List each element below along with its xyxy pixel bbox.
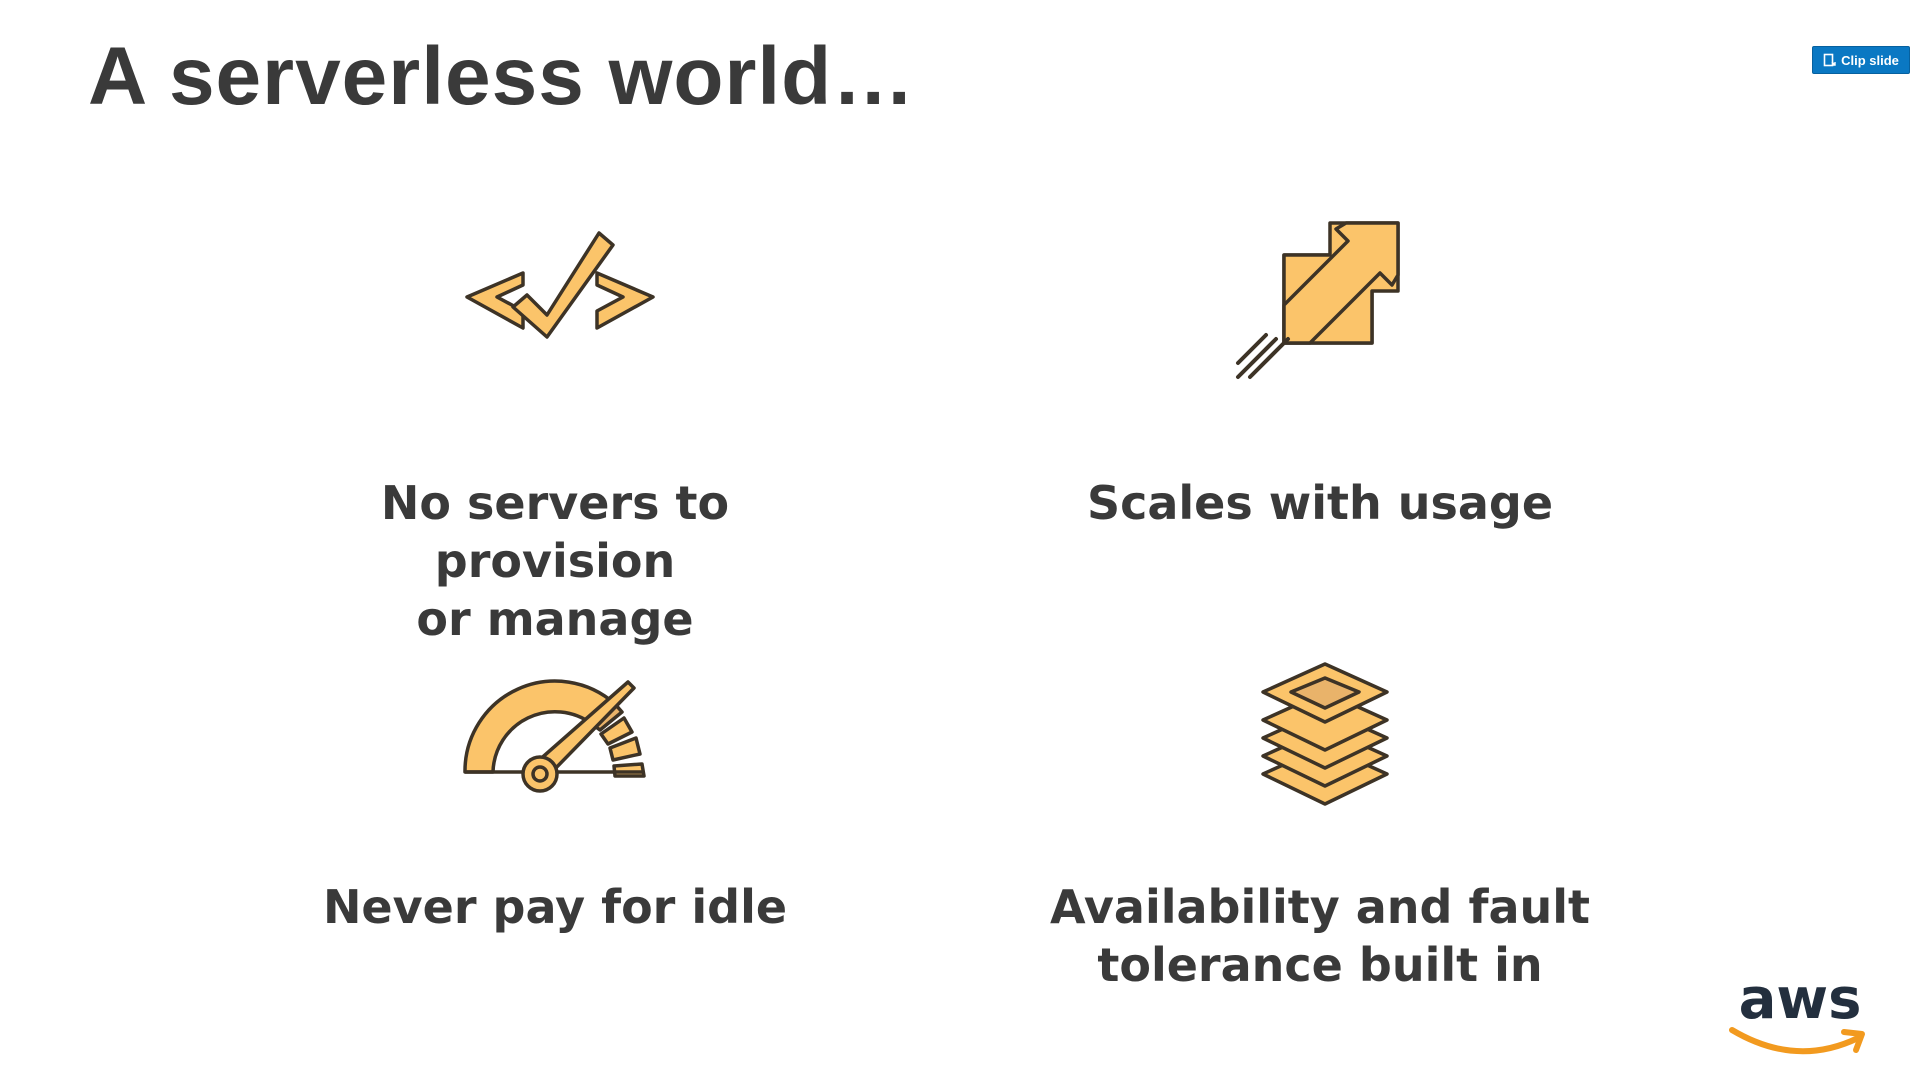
clip-slide-label: Clip slide bbox=[1841, 52, 1899, 68]
feature-label-line: Never pay for idle bbox=[322, 880, 788, 934]
feature-label-scales: Scales with usage bbox=[1020, 474, 1620, 532]
aws-logo-text: aws bbox=[1739, 968, 1862, 1032]
slide-title: A serverless world… bbox=[88, 31, 916, 122]
clip-slide-button[interactable]: Clip slide bbox=[1812, 46, 1910, 74]
feature-label-no-servers: No servers to provision or manage bbox=[255, 474, 855, 648]
layers-icon bbox=[1261, 662, 1389, 806]
feature-label-line: tolerance built in bbox=[1097, 938, 1543, 992]
speedometer-icon bbox=[463, 679, 646, 793]
feature-label-availability: Availability and fault tolerance built i… bbox=[1020, 878, 1620, 994]
code-check-icon bbox=[465, 231, 655, 339]
feature-label-line: Scales with usage bbox=[1086, 476, 1554, 530]
feature-label-never-pay: Never pay for idle bbox=[255, 878, 855, 936]
aws-logo: aws bbox=[1729, 968, 1865, 1055]
scale-arrow-icon bbox=[1236, 221, 1400, 379]
feature-label-line: or manage bbox=[416, 592, 694, 646]
clip-icon bbox=[1823, 53, 1836, 66]
feature-label-line: No servers to provision bbox=[380, 476, 730, 588]
feature-label-line: Availability and fault bbox=[1049, 880, 1591, 934]
